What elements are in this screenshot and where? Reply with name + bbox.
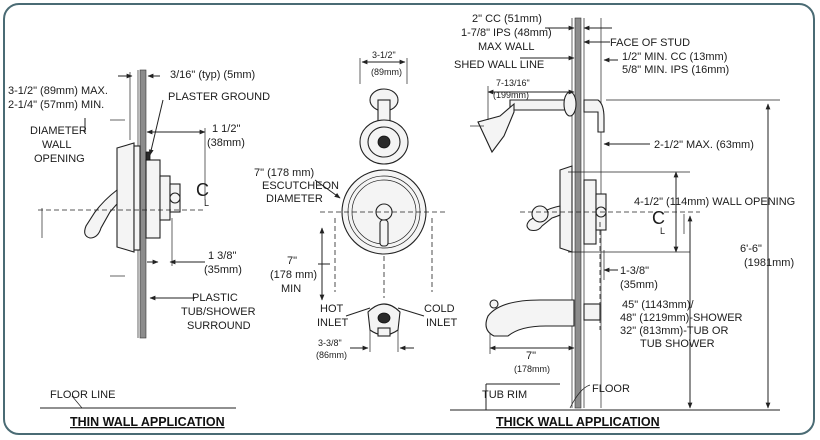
head-dim-mm: (89mm) <box>371 67 402 77</box>
shower-label-2: 48" (1219mm)-SHOWER <box>620 312 743 324</box>
shower-head-side <box>477 102 515 154</box>
thin-wall-section <box>38 69 236 409</box>
min-label-2: (178 mm) <box>270 269 317 281</box>
plastic-label-2: TUB/SHOWER <box>181 306 256 318</box>
cc-label-1: 2" CC (51mm) <box>472 13 542 25</box>
wall-opening-max: 3-1/2" (89mm) MAX. <box>8 85 108 97</box>
wall-opening-label: 4-1/2" (114mm) WALL OPENING <box>634 196 795 208</box>
plaster-ground-label: PLASTER GROUND <box>168 91 270 103</box>
thick-wall-section <box>450 17 780 411</box>
diameter-label-3: OPENING <box>34 153 85 165</box>
escutcheon-label-2: ESCUTCHEON <box>262 180 339 192</box>
thin-centerline-l: L <box>204 198 209 208</box>
wall-opening-min: 2-1/4" (57mm) MIN. <box>8 99 104 111</box>
diameter-label-2: WALL <box>42 139 72 151</box>
min-label-3: MIN <box>281 283 301 295</box>
cc-label-2: 1-7/8" IPS (48mm) <box>461 27 552 39</box>
spout-front-dim-mm: (86mm) <box>316 350 347 360</box>
shower-label-4: TUB SHOWER <box>640 338 715 350</box>
shower-label-1: 45" (1143mm)/ <box>622 299 695 311</box>
head-dim: 3-1/2" <box>372 50 396 60</box>
thick-spout-dim-mm: (178mm) <box>514 364 550 374</box>
min-ips-label: 5/8" MIN. IPS (16mm) <box>622 64 729 76</box>
tub-spout-side <box>485 299 575 337</box>
arm-dim-mm: (199mm) <box>493 90 529 100</box>
cold-label-2: INLET <box>426 317 457 329</box>
thick-centerline-l: L <box>660 226 665 236</box>
escutcheon-label-1: 7" (178 mm) <box>254 167 314 179</box>
hot-label-1: HOT <box>320 303 344 315</box>
thin-dim-1-1-2-mm: (38mm) <box>207 137 245 149</box>
escutcheon-side <box>116 142 135 253</box>
plastic-label-1: PLASTIC <box>192 292 238 304</box>
thick-spout-dim: 7" <box>526 350 536 362</box>
shower-label-3: 32" (813mm)-TUB OR <box>620 325 728 337</box>
thin-wall-title: THIN WALL APPLICATION <box>70 415 225 429</box>
diameter-label-1: DIAMETER <box>30 125 87 137</box>
hot-label-2: INLET <box>317 317 348 329</box>
thick-wall-title: THICK WALL APPLICATION <box>496 415 660 429</box>
valve-body <box>145 159 161 239</box>
floor-line-label: FLOOR LINE <box>50 389 115 401</box>
floor-label: FLOOR <box>592 383 630 395</box>
arm-dim: 7-13/16" <box>496 78 530 88</box>
height-label: 6'-6" <box>740 243 762 255</box>
thin-centerline-c: C <box>196 180 209 200</box>
min-cc-label: 1/2" MIN. CC (13mm) <box>622 51 727 63</box>
lever-handle <box>84 188 118 239</box>
front-view <box>314 58 448 352</box>
face-of-stud-label: FACE OF STUD <box>610 37 690 49</box>
thick-wall <box>574 17 582 409</box>
thin-dim-1-3-8-mm: (35mm) <box>204 264 242 276</box>
thin-dim-1-3-8: 1 3/8" <box>208 250 236 262</box>
thick-centerline-c: C <box>652 208 665 228</box>
thin-wall <box>139 69 147 339</box>
escutcheon-label-3: DIAMETER <box>266 193 323 205</box>
plastic-label-3: SURROUND <box>187 320 251 332</box>
min-label-1: 7" <box>287 255 297 267</box>
tub-rim-label: TUB RIM <box>482 389 527 401</box>
front-lever <box>379 219 389 247</box>
thick-dim-1-3-8: 1-3/8" <box>620 265 649 277</box>
cold-label-1: COLD <box>424 303 455 315</box>
spout-front-dim: 3-3/8" <box>318 338 342 348</box>
max-2-1-2-label: 2-1/2" MAX. (63mm) <box>654 139 754 151</box>
thick-dim-1-3-8-mm: (35mm) <box>620 279 658 291</box>
thick-escutcheon <box>559 165 573 253</box>
thin-dim-1-1-2: 1 1/2" <box>212 123 240 135</box>
height-label-mm: (1981mm) <box>744 257 794 269</box>
cc-label-3: MAX WALL <box>478 41 534 53</box>
finished-wall-label: SHED WALL LINE <box>454 59 544 71</box>
typ-gap-label: 3/16" (typ) (5mm) <box>170 69 255 81</box>
